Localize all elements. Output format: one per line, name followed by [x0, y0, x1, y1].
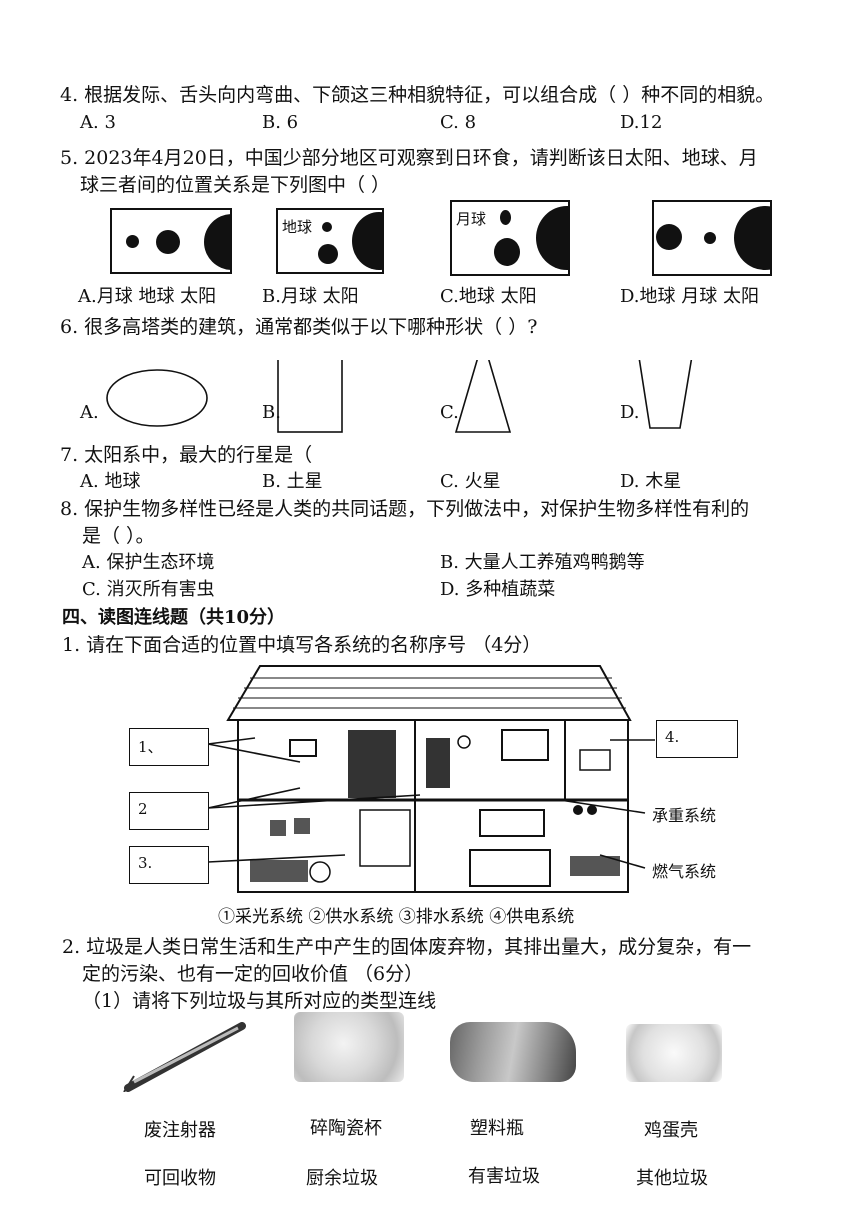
- q4-option-b[interactable]: B. 6: [262, 112, 299, 133]
- q6-option-d[interactable]: D.: [620, 402, 640, 423]
- q7-stem: 7. 太阳系中，最大的行星是（: [60, 444, 313, 466]
- earth-dot: [156, 230, 180, 254]
- stove: [469, 849, 551, 887]
- q7-option-a[interactable]: A. 地球: [80, 471, 141, 492]
- earth-dot: [318, 244, 338, 264]
- cabinet: [426, 738, 450, 788]
- type-kitchen-waste[interactable]: 厨余垃圾: [306, 1168, 378, 1189]
- q5-stem-line2: 球三者间的位置关系是下列图中（ ）: [80, 174, 391, 196]
- q6-option-b[interactable]: B.: [262, 402, 281, 423]
- q5-stem-line1: 5. 2023年4月20日，中国少部分地区可观察到日环食，请判断该日太阳、地球、…: [60, 147, 758, 169]
- syringe-image: [123, 1022, 246, 1092]
- q8-stem-line2: 是（ ）。: [82, 525, 155, 547]
- answer-box-1[interactable]: 1、: [129, 728, 209, 766]
- earth-dot: [656, 224, 682, 250]
- plastic-bottle-image: [450, 1022, 576, 1082]
- moon-dot: [322, 222, 332, 232]
- triangle-shape: [454, 360, 512, 433]
- q4-option-d[interactable]: D.12: [620, 112, 663, 133]
- type-recyclable[interactable]: 可回收物: [144, 1168, 216, 1189]
- trapezoid-shape: [638, 360, 693, 429]
- section4-sub1: （1）请将下列垃圾与其所对应的类型连线: [82, 990, 437, 1012]
- q5-option-a[interactable]: A.月球 地球 太阳: [78, 286, 217, 307]
- q4-option-c[interactable]: C. 8: [440, 112, 477, 133]
- q7-option-b[interactable]: B. 土星: [262, 471, 323, 492]
- q7-option-d[interactable]: D. 木星: [620, 471, 682, 492]
- q8-option-a[interactable]: A. 保护生态环境: [82, 552, 215, 573]
- wall-painting: [501, 729, 549, 761]
- q6-shapes: [106, 360, 693, 433]
- earth-dot: [494, 238, 520, 266]
- q6-option-a[interactable]: A.: [80, 402, 99, 423]
- q5-diagram-a: [110, 208, 232, 274]
- moon-dot: [704, 232, 716, 244]
- section4-q2-line2: 定的污染、也有一定的回收价值 （6分）: [82, 963, 424, 985]
- q8-option-d[interactable]: D. 多种植蔬菜: [440, 579, 556, 600]
- q5-b-label: 地球: [282, 218, 313, 236]
- q5-diagram-d: [652, 200, 772, 276]
- system-legend: ①采光系统 ②供水系统 ③排水系统 ④供电系统: [218, 907, 575, 927]
- item-eggshell[interactable]: 鸡蛋壳: [644, 1120, 698, 1141]
- q8-stem-line1: 8. 保护生物多样性已经是人类的共同话题，下列做法中，对保护生物多样性有利的: [60, 498, 750, 520]
- section-heading: 四、读图连线题（共10分）: [62, 607, 286, 628]
- sofa: [250, 860, 308, 882]
- rectangle-shape: [277, 360, 343, 433]
- moon-dot: [500, 210, 511, 225]
- answer-box-4[interactable]: 4.: [656, 720, 738, 758]
- q4-option-a[interactable]: A. 3: [80, 112, 116, 133]
- q5-diagram-b: 地球: [276, 208, 384, 274]
- item-cup[interactable]: 碎陶瓷杯: [310, 1118, 382, 1139]
- q5-option-d[interactable]: D.地球 月球 太阳: [620, 286, 759, 307]
- q5-option-c[interactable]: C.地球 太阳: [440, 286, 537, 307]
- q4-stem: 4. 根据发际、舌头向内弯曲、下颌这三种相貌特征，可以组合成（ ）种不同的相貌。: [60, 84, 775, 106]
- door: [348, 730, 396, 798]
- q8-option-c[interactable]: C. 消灭所有害虫: [82, 579, 215, 600]
- q5-diagram-c: 月球: [450, 200, 570, 276]
- item-bottle[interactable]: 塑料瓶: [470, 1118, 524, 1139]
- roof: [226, 665, 632, 721]
- type-hazardous[interactable]: 有害垃圾: [468, 1166, 540, 1187]
- q7-option-c[interactable]: C. 火星: [440, 471, 501, 492]
- ellipse-shape: [106, 369, 208, 427]
- q5-option-b[interactable]: B.月球 太阳: [262, 286, 359, 307]
- broken-cup-image: [294, 1012, 404, 1082]
- moon-dot: [126, 235, 139, 248]
- house-illustration: [226, 665, 632, 893]
- q8-option-b[interactable]: B. 大量人工养殖鸡鸭鹅等: [440, 552, 645, 573]
- eggshell-image: [626, 1024, 722, 1082]
- type-other[interactable]: 其他垃圾: [636, 1168, 708, 1189]
- q5-c-label: 月球: [456, 210, 487, 228]
- item-syringe[interactable]: 废注射器: [144, 1120, 216, 1141]
- q6-stem: 6. 很多高塔类的建筑，通常都类似于以下哪种形状（ ）?: [60, 316, 538, 338]
- section4-q1-stem: 1. 请在下面合适的位置中填写各系统的名称序号 （4分）: [62, 634, 542, 656]
- answer-box-3[interactable]: 3.: [129, 846, 209, 884]
- label-gas: 燃气系统: [652, 862, 717, 881]
- answer-box-2[interactable]: 2: [129, 792, 209, 830]
- label-load-bearing: 承重系统: [652, 806, 717, 825]
- section4-q2-line1: 2. 垃圾是人类日常生活和生产中产生的固体废弃物，其排出量大，成分复杂，有一: [62, 936, 752, 958]
- q6-option-c[interactable]: C.: [440, 402, 459, 423]
